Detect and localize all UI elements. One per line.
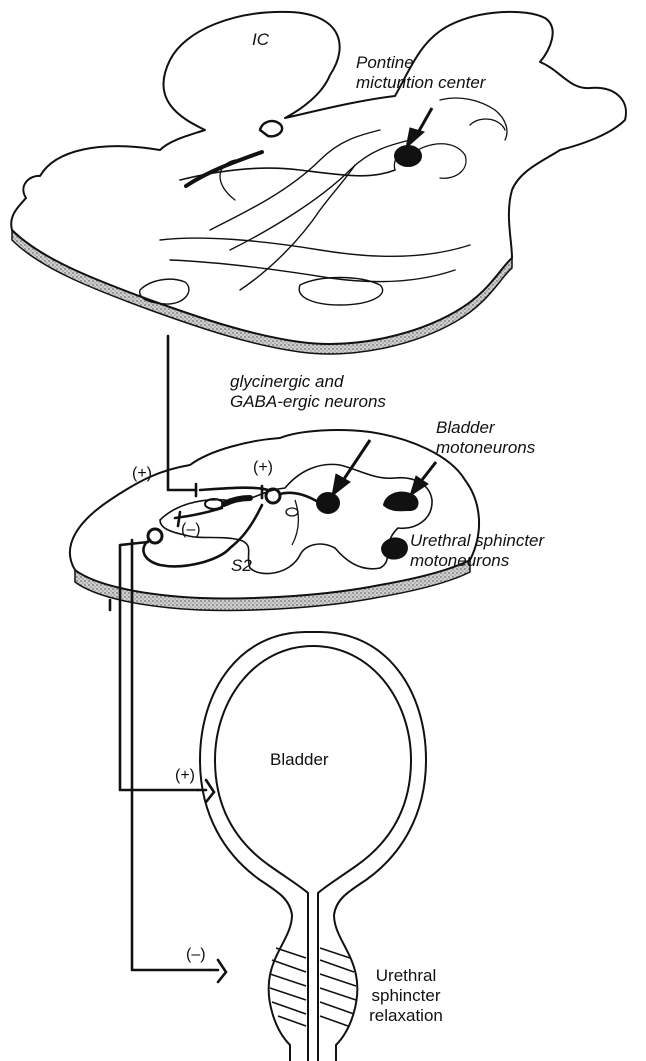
ic-label: IC [252, 30, 269, 50]
bladder-synapse [198, 780, 214, 802]
bladder-motoneurons-label: Bladder motoneurons [436, 418, 535, 458]
sphincter-efferent [132, 600, 210, 970]
minus-sign-cord: (–) [181, 521, 201, 540]
plus-sign-bladder: (+) [175, 767, 195, 786]
neural-pathways [110, 336, 318, 970]
brainstem-outline [11, 12, 626, 344]
urethral-sphincter-relaxation-label: Urethral sphincter relaxation [356, 966, 456, 1026]
glycinergic-label: glycinergic and GABA-ergic neurons [230, 372, 386, 412]
urethral-motoneuron-pool [382, 538, 407, 558]
sphincter-synapse [210, 960, 226, 982]
minus-sign-sphincter: (–) [186, 946, 206, 965]
plus-sign-right: (+) [253, 459, 273, 478]
sphincter-hatching [270, 948, 356, 1026]
brainstem-section [11, 12, 626, 354]
bladder-label: Bladder [270, 750, 329, 770]
pmc-label: Pontine micturition center [356, 53, 485, 93]
s2-label: S2 [231, 556, 252, 576]
urethral-motoneurons-label: Urethral sphincter motoneurons [410, 531, 544, 571]
plus-sign-left: (+) [132, 465, 152, 484]
pmc-nucleus [395, 146, 421, 166]
glycinergic-neuron [317, 493, 339, 513]
